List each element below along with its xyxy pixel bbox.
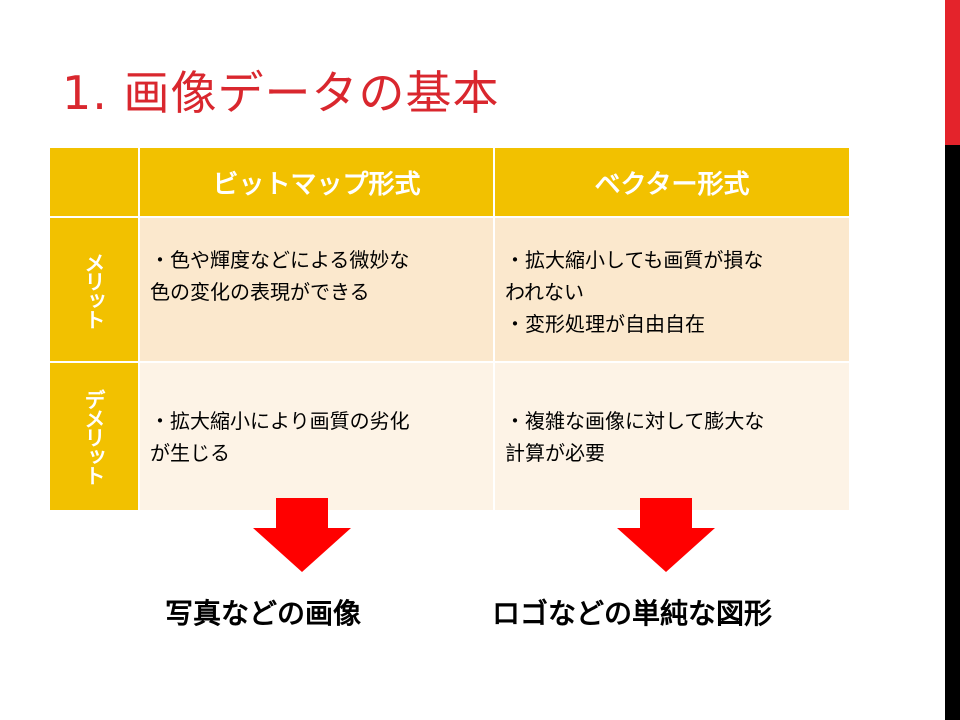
merit-vector-line: ・変形処理が自由自在 xyxy=(505,312,705,336)
row-label-demerit: デメリット xyxy=(50,363,138,510)
side-bar-dark xyxy=(945,0,960,720)
demerit-vector-cell: ・複雑な画像に対して膨大な 計算が必要 xyxy=(495,363,849,510)
side-bar-accent xyxy=(945,0,960,145)
merit-vector-cell: ・拡大縮小しても画質が損な われない ・変形処理が自由自在 xyxy=(495,218,849,361)
table-header-empty xyxy=(50,148,138,216)
demerit-bitmap-line: が生じる xyxy=(150,441,230,465)
merit-bitmap-cell: ・色や輝度などによる微妙な 色の変化の表現ができる xyxy=(140,218,493,361)
merit-bitmap-line: ・色や輝度などによる微妙な xyxy=(150,248,410,272)
merit-vector-line: われない xyxy=(505,280,584,304)
demerit-bitmap-cell: ・拡大縮小により画質の劣化 が生じる xyxy=(140,363,493,510)
down-arrow-icon xyxy=(253,498,351,572)
demerit-vector-line: ・複雑な画像に対して膨大な xyxy=(505,409,765,433)
conclusion-vector: ロゴなどの単純な図形 xyxy=(492,597,773,630)
merit-bitmap-line: 色の変化の表現ができる xyxy=(150,280,370,304)
down-arrow-icon xyxy=(617,498,715,572)
comparison-table: ビットマップ形式 ベクター形式 メリット ・色や輝度などによる微妙な 色の変化の… xyxy=(50,148,849,510)
slide-title: 1. 画像データの基本 xyxy=(62,66,500,120)
row-label-merit: メリット xyxy=(50,218,138,361)
demerit-bitmap-line: ・拡大縮小により画質の劣化 xyxy=(150,409,410,433)
demerit-vector-line: 計算が必要 xyxy=(505,441,605,465)
table-header-vector: ベクター形式 xyxy=(495,148,849,216)
merit-vector-line: ・拡大縮小しても画質が損な xyxy=(505,248,764,272)
conclusion-bitmap: 写真などの画像 xyxy=(165,597,362,630)
table-header-bitmap: ビットマップ形式 xyxy=(140,148,493,216)
